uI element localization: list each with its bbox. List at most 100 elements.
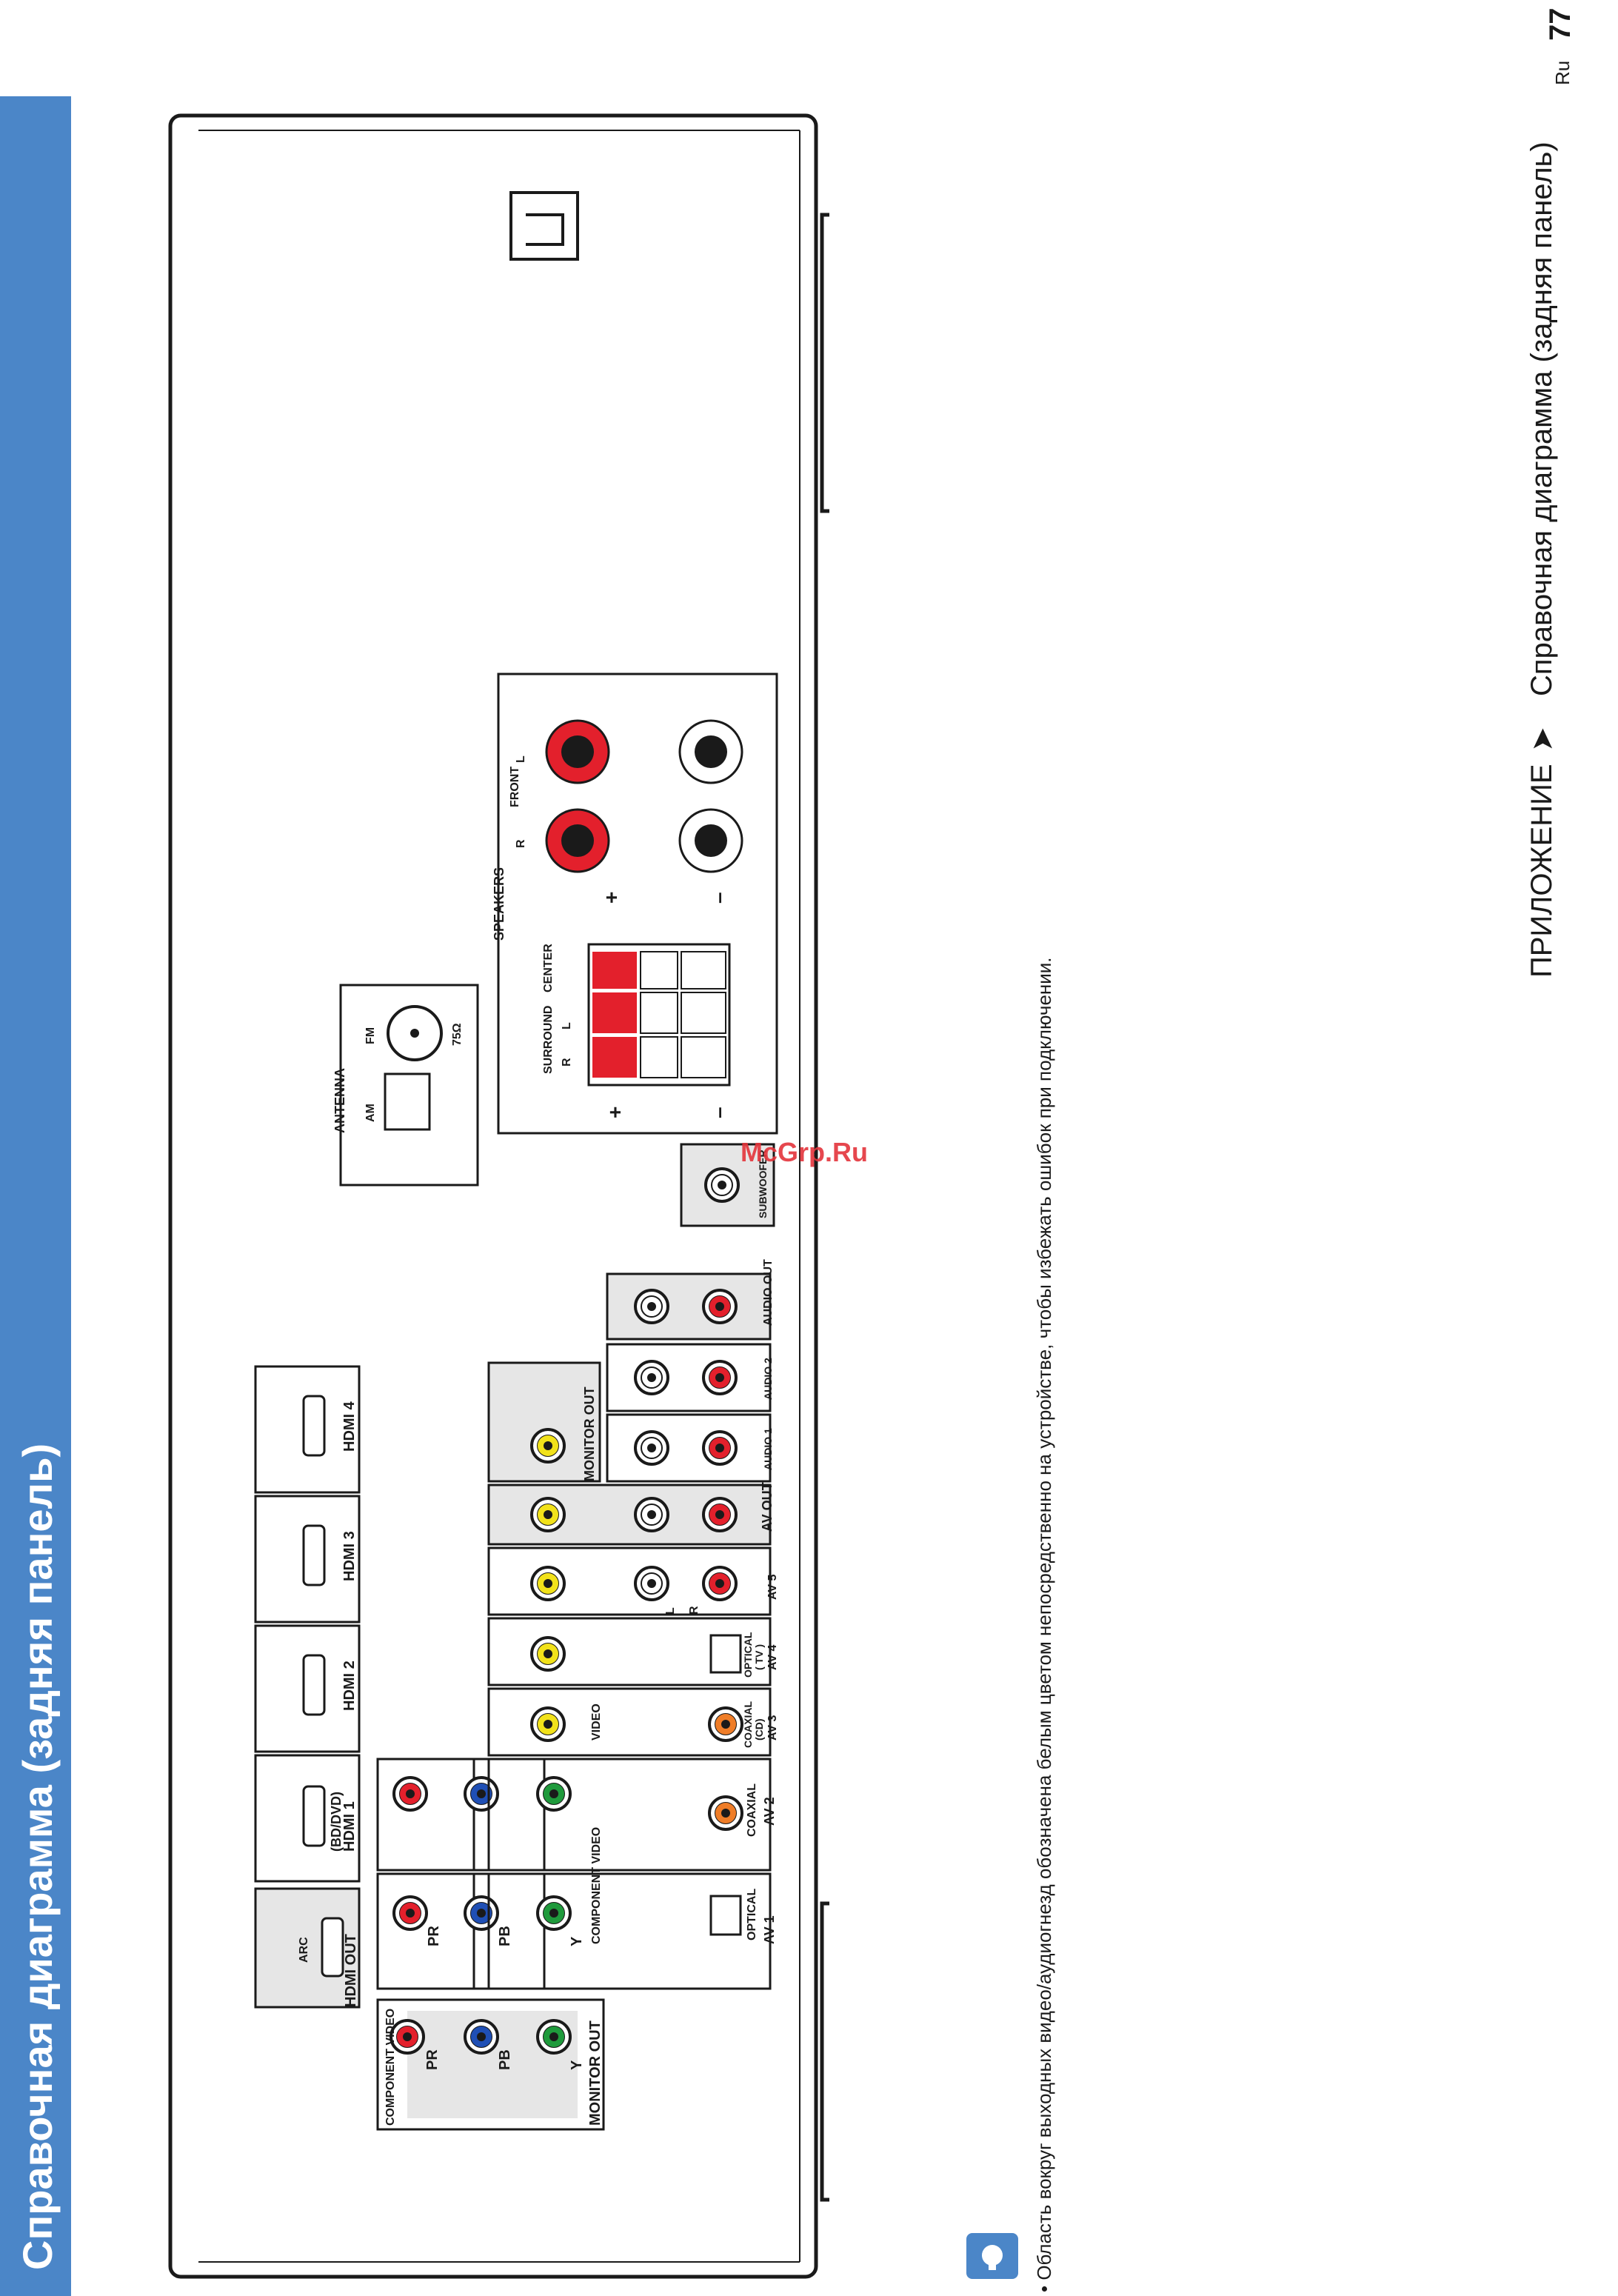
pr-monitor-jack[interactable] — [390, 2019, 425, 2055]
audio-out-r-jack[interactable] — [702, 1289, 738, 1324]
hdmi-input-2[interactable]: HDMI 2 — [254, 1624, 361, 1753]
hdmi-out-port[interactable] — [321, 1917, 344, 1978]
footer-arrow-icon: ➤ — [1526, 727, 1559, 752]
av5-r-label: R — [688, 1606, 701, 1615]
audio2-label: AUDIO 2 — [762, 1358, 774, 1400]
surround-label: SURROUND — [542, 1006, 555, 1074]
component-pr-label: PR — [426, 1926, 442, 1946]
av5-r-jack[interactable] — [702, 1566, 738, 1601]
av3-port-label: COAXIAL — [742, 1701, 754, 1748]
am-label: AM — [364, 1104, 377, 1122]
front-r-minus-post[interactable] — [678, 808, 743, 873]
center-label: CENTER — [542, 944, 555, 992]
subwoofer-jack[interactable] — [704, 1167, 740, 1203]
surround-r-label: R — [561, 1058, 573, 1067]
av-out-r-jack[interactable] — [702, 1497, 738, 1532]
audio-out-l-jack[interactable] — [634, 1289, 669, 1324]
front-label: FRONT — [509, 767, 521, 807]
component-pb-label: PB — [497, 1926, 513, 1946]
surround-l-label: L — [561, 1022, 573, 1029]
pr-input-2[interactable] — [392, 1776, 428, 1812]
av3-sub-label: (CD) — [753, 1718, 765, 1741]
y-input-1[interactable] — [536, 1895, 572, 1931]
av2-label: AV 2 — [762, 1797, 777, 1826]
pb-monitor-jack[interactable] — [464, 2019, 499, 2055]
sidebar: Справочная диаграмма (задняя панель) — [0, 96, 71, 2296]
y-monitor-jack[interactable] — [536, 2019, 572, 2055]
spring-terminals[interactable] — [587, 943, 731, 1087]
hdmi-input-1[interactable]: HDMI 1 (BD/DVD) — [254, 1754, 361, 1883]
watermark: McGrp.Ru — [741, 1137, 869, 1167]
fm-ohm-label: 75Ω — [451, 1023, 464, 1046]
av5-label: AV 5 — [766, 1575, 779, 1600]
av5-l-label: L — [664, 1607, 677, 1615]
audio2-l-jack[interactable] — [634, 1360, 669, 1395]
hdmi-out-label: HDMI OUT — [343, 1934, 359, 2007]
fm-label: FM — [364, 1027, 377, 1044]
spring-minus-label: – — [707, 1107, 730, 1118]
foot-bottom — [820, 1901, 829, 2202]
av2-coaxial-jack[interactable] — [708, 1795, 743, 1831]
hdmi-3-label: HDMI 3 — [341, 1531, 358, 1581]
footer-lang: Ru — [1551, 60, 1574, 85]
pb-input-2[interactable] — [464, 1776, 499, 1812]
hdmi-4-label: HDMI 4 — [341, 1401, 358, 1452]
av3-video-jack[interactable] — [530, 1706, 566, 1742]
hdmi-1-label: HDMI 1 — [341, 1801, 358, 1852]
component-group-label: COMPONENT VIDEO — [384, 2009, 397, 2126]
tip-icon — [966, 2233, 1018, 2279]
av5-l-jack[interactable] — [634, 1566, 669, 1601]
av-out-label: AV OUT — [760, 1482, 775, 1532]
component-monitor-out: PR PB Y COMPONENT VIDEO MONITOR OUT — [376, 1998, 605, 2131]
power-cord — [509, 191, 579, 261]
pb-input-1[interactable] — [464, 1895, 499, 1931]
av3-coaxial-jack[interactable] — [708, 1706, 743, 1742]
av4-optical-port[interactable] — [709, 1634, 742, 1674]
hdmi-input-4[interactable]: HDMI 4 — [254, 1365, 361, 1494]
front-r-plus-post[interactable] — [545, 808, 610, 873]
monitor-out-label: MONITOR OUT — [587, 2020, 604, 2126]
front-r-label: R — [515, 839, 527, 848]
footer-section: ПРИЛОЖЕНИЕ — [1525, 764, 1558, 978]
speakers-label: SPEAKERS — [492, 867, 507, 941]
audio1-l-jack[interactable] — [634, 1430, 669, 1466]
av1-port-label: OPTICAL — [746, 1889, 758, 1940]
monitor-out-video-label: MONITOR OUT — [582, 1386, 597, 1481]
antenna-label: ANTENNA — [332, 1068, 347, 1133]
hdmi-1-sub: (BD/DVD) — [329, 1792, 344, 1852]
av4-port-label: OPTICAL — [742, 1632, 754, 1678]
av1-label: AV 1 — [762, 1915, 777, 1944]
audio2-r-jack[interactable] — [702, 1360, 738, 1395]
av1-optical-port[interactable] — [709, 1895, 742, 1936]
pr-input-1[interactable] — [392, 1895, 428, 1931]
am-terminal[interactable] — [384, 1072, 431, 1131]
y-input-2[interactable] — [536, 1776, 572, 1812]
av3-video-label: VIDEO — [590, 1703, 603, 1741]
monitor-out-video-jack[interactable] — [530, 1428, 566, 1464]
av4-video-jack[interactable] — [530, 1636, 566, 1672]
pr-label: PR — [424, 2049, 441, 2070]
front-l-minus-post[interactable] — [678, 719, 743, 784]
av-out-video-jack[interactable] — [530, 1497, 566, 1532]
y-label: Y — [569, 2060, 585, 2070]
front-l-plus-post[interactable] — [545, 719, 610, 784]
spring-plus-label: + — [604, 1107, 626, 1118]
foot-top — [820, 213, 829, 513]
av5-video-jack[interactable] — [530, 1566, 566, 1601]
speakers-plus-label: + — [600, 892, 623, 904]
speakers-minus-label: – — [707, 892, 730, 904]
subwoofer-label: SUBWOOFER — [757, 1149, 769, 1218]
hdmi-arc-label: ARC — [298, 1937, 310, 1963]
hdmi-2-label: HDMI 2 — [341, 1661, 358, 1711]
av-out-l-jack[interactable] — [634, 1497, 669, 1532]
av4-label: AV 4 — [766, 1645, 779, 1670]
hdmi-input-3[interactable]: HDMI 3 — [254, 1495, 361, 1623]
page-title: Справочная диаграмма (задняя панель) — [14, 1443, 61, 2270]
av2-port-label: COAXIAL — [746, 1783, 758, 1837]
audio1-r-jack[interactable] — [702, 1430, 738, 1466]
audio-out-label: AUDIO OUT — [762, 1259, 775, 1326]
av4-sub-label: ( TV ) — [753, 1644, 765, 1670]
page-number: 77 — [1544, 7, 1577, 41]
note-text: • Область вокруг выходных видео/аудиогне… — [1033, 957, 1055, 2292]
component-in-group-label: COMPONENT VIDEO — [590, 1827, 603, 1944]
